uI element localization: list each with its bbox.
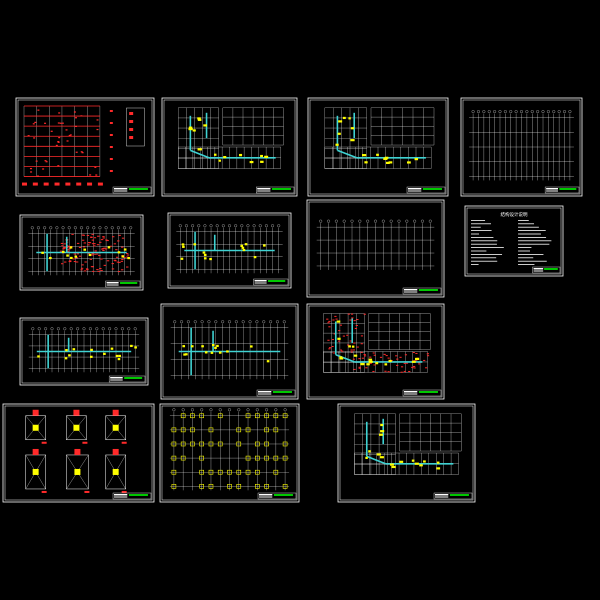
drawing-sheet-s7[interactable] — [306, 199, 445, 298]
drawing-sheet-s3[interactable] — [307, 97, 449, 197]
drawing-sheet-s8[interactable]: 结构设计说明 — [464, 205, 564, 277]
drawing-sheet-s6[interactable] — [167, 212, 292, 289]
drawing-sheet-s11[interactable] — [306, 303, 445, 400]
drawing-sheet-s2[interactable] — [161, 97, 298, 197]
drawing-sheet-s10[interactable] — [160, 303, 299, 400]
drawing-sheet-s9[interactable] — [19, 317, 149, 386]
notes-heading: 结构设计说明 — [501, 211, 528, 218]
drawing-sheet-s13[interactable] — [159, 403, 300, 503]
drawing-sheet-s5[interactable] — [19, 214, 144, 291]
drawing-sheet-s4[interactable] — [460, 97, 583, 197]
drawing-sheet-s12[interactable] — [2, 403, 155, 503]
drawing-sheet-s1[interactable] — [15, 97, 155, 197]
drawing-sheet-s14[interactable] — [337, 403, 476, 503]
